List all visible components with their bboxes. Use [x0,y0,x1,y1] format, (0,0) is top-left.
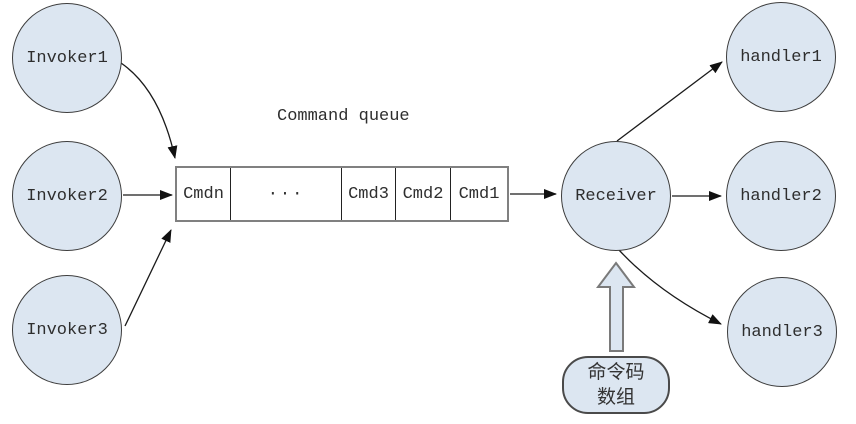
queue-cell-cmd1: Cmd1 [450,168,507,220]
note-line1: 命令码 [587,362,645,383]
command-code-array-note: 命令码 数组 [562,356,670,414]
handler1-node: handler1 [726,2,836,112]
note-line2: 数组 [596,387,635,408]
queue-title: Command queue [277,107,410,126]
arrow-invoker1-to-queue [120,62,178,159]
queue-cell-cmd3: Cmd3 [341,168,395,220]
queue-cell-cmdn: Cmdn [183,184,224,204]
invoker2-label: Invoker2 [26,186,108,206]
receiver-label: Receiver [575,186,657,206]
invoker1-node: Invoker1 [12,3,122,113]
queue-cell-cmd2: Cmd2 [395,168,450,220]
arrow-receiver-to-handler3 [618,249,722,325]
command-queue: Cmdn ··· Cmd3 Cmd2 Cmd1 [175,166,509,222]
invoker3-label: Invoker3 [26,320,108,340]
handler3-label: handler3 [741,322,823,342]
queue-cell-ellipsis: ··· [230,168,341,220]
block-up-arrow [596,261,636,352]
arrow-receiver-to-handler1 [616,61,723,142]
invoker3-node: Invoker3 [12,275,122,385]
handler2-node: handler2 [726,141,836,251]
arrow-invoker3-to-queue [124,229,172,327]
invoker2-node: Invoker2 [12,141,122,251]
handler2-label: handler2 [740,186,822,206]
handler3-node: handler3 [727,277,837,387]
receiver-node: Receiver [561,141,671,251]
handler1-label: handler1 [740,47,822,67]
invoker1-label: Invoker1 [26,48,108,68]
